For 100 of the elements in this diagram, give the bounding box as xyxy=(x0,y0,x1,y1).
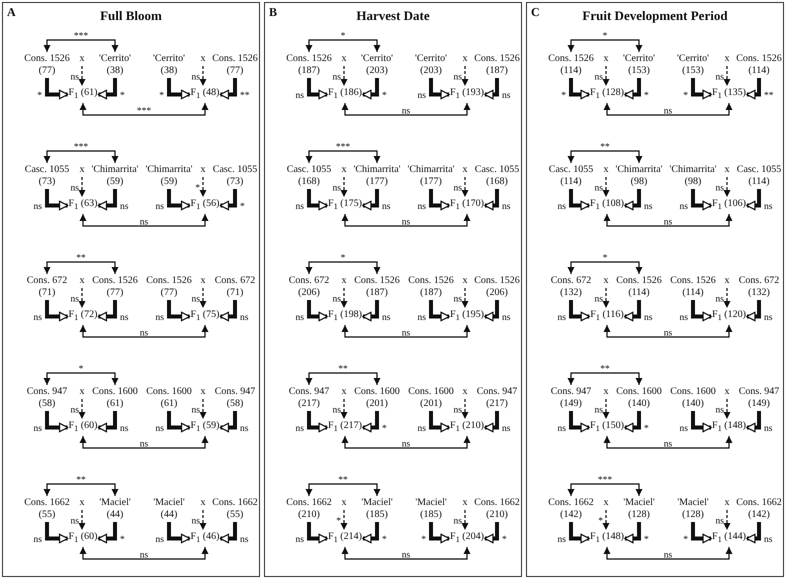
parent-name: 'Chimarrita' xyxy=(408,164,454,176)
edge-label: ns xyxy=(70,184,79,194)
parent-mean: (168) xyxy=(485,176,509,188)
edge-label: ns xyxy=(644,202,652,212)
edge-label: ns xyxy=(594,406,603,416)
cross-sign: x xyxy=(342,164,346,176)
bracket-arrow xyxy=(568,150,642,163)
parent-mean: (140) xyxy=(681,398,705,410)
hollow-bent-arrow xyxy=(691,189,712,210)
edge-label: ** xyxy=(338,364,348,374)
edge-label: ns xyxy=(332,294,341,304)
parent-name: Cons. 947 xyxy=(288,386,330,398)
parent-name: Casc. 1055 xyxy=(548,164,594,176)
parent-name: Cons. 1526 xyxy=(354,275,400,287)
parent-mean: (185) xyxy=(419,509,443,521)
cross-sign: x xyxy=(724,275,730,287)
cross-sign: x xyxy=(80,386,84,398)
hollow-bent-arrow xyxy=(691,411,712,432)
edge-label: ns xyxy=(558,535,566,545)
edge-label: ns xyxy=(716,516,724,526)
f1-mean: F$_{1}$ (148) xyxy=(590,531,624,546)
dashed-arrow xyxy=(602,177,610,197)
parent-name: Cons. 672 xyxy=(738,275,780,287)
parent-mean: (153) xyxy=(627,65,651,77)
edge-label: ns xyxy=(502,91,510,101)
edge-label: * xyxy=(683,535,688,545)
cross-sign: x xyxy=(604,164,608,176)
panel-title: Full Bloom xyxy=(100,8,162,24)
parent-name: Cons. 1526 xyxy=(474,275,520,287)
edge-label: ns xyxy=(382,202,390,212)
parent-mean: (98) xyxy=(630,176,648,188)
dashed-arrow xyxy=(462,288,468,308)
edge-label: ns xyxy=(764,202,772,212)
edge-label: ns xyxy=(502,313,510,323)
parent-mean: (128) xyxy=(627,509,651,521)
edge-label: ns xyxy=(120,313,128,323)
bracket-arrow xyxy=(342,103,470,116)
f1-mean: F$_{1}$ (195) xyxy=(450,309,484,324)
dashed-arrow xyxy=(602,399,610,419)
parent-mean: (114) xyxy=(747,65,771,77)
edge-label: ns xyxy=(764,313,772,323)
edge-label: ns xyxy=(70,72,79,82)
hollow-bent-arrow xyxy=(220,189,237,210)
parent-mean: (153) xyxy=(681,65,705,77)
parent-mean: (187) xyxy=(297,65,321,77)
f1-mean: F$_{1}$ (214) xyxy=(328,531,362,546)
edge-label: ns xyxy=(192,516,200,526)
hollow-bent-arrow xyxy=(746,78,761,100)
edge-label: ns xyxy=(70,406,79,416)
edge-label: ns xyxy=(296,535,304,545)
dashed-arrow xyxy=(78,399,86,419)
parent-mean: (185) xyxy=(365,509,389,521)
hollow-bent-arrow xyxy=(484,300,499,322)
parent-mean: (77) xyxy=(106,287,124,299)
f1-mean: F$_{1}$ (75) xyxy=(190,309,220,324)
parent-name: Casc. 1055 xyxy=(474,164,520,176)
bracket-arrow xyxy=(306,39,380,52)
parent-name: 'Cerrito' xyxy=(677,53,709,65)
bracket-arrow xyxy=(604,103,732,116)
edge-label: ** xyxy=(600,142,610,152)
edge-label: ns xyxy=(402,218,410,228)
parent-mean: (77) xyxy=(160,287,178,299)
hollow-bent-arrow xyxy=(220,522,237,544)
f1-mean: F$_{1}$ (61) xyxy=(68,87,98,102)
edge-label: ns xyxy=(120,202,128,212)
parent-name: Cons. 947 xyxy=(550,386,592,398)
edge-label: ns xyxy=(716,72,724,82)
dashed-arrow xyxy=(602,66,610,86)
edge-label: ns xyxy=(296,202,304,212)
edge-label: ns xyxy=(664,440,672,450)
hollow-bent-arrow xyxy=(98,300,117,322)
panel-title: Harvest Date xyxy=(356,8,430,24)
f1-mean: F$_{1}$ (108) xyxy=(590,198,624,213)
edge-label: ns xyxy=(454,406,462,416)
bracket-arrow xyxy=(568,483,642,496)
hollow-bent-arrow xyxy=(307,411,328,432)
bracket-arrow xyxy=(306,483,380,496)
bracket-arrow xyxy=(306,372,380,385)
edge-label: * xyxy=(120,535,125,545)
cross-sign: x xyxy=(200,164,206,176)
dashed-arrow xyxy=(724,510,730,530)
edge-label: ns xyxy=(120,424,128,434)
edge-label: ns xyxy=(764,535,772,545)
parent-name: 'Maciel' xyxy=(153,497,185,509)
hollow-bent-arrow xyxy=(307,78,328,100)
parent-name: 'Maciel' xyxy=(415,497,447,509)
dashed-arrow xyxy=(200,510,206,530)
parent-name: 'Cerrito' xyxy=(99,53,131,65)
edge-label: * xyxy=(644,535,649,545)
parent-mean: (73) xyxy=(226,176,244,188)
edge-label: ns xyxy=(192,294,200,304)
panel-letter: B xyxy=(269,5,278,20)
parent-name: Cons. 1600 xyxy=(146,386,192,398)
edge-label: ns xyxy=(558,313,566,323)
cross-sign: x xyxy=(604,275,608,287)
parent-mean: (128) xyxy=(681,509,705,521)
cross-sign: x xyxy=(342,386,346,398)
bracket-arrow xyxy=(342,436,470,449)
edge-label: *** xyxy=(74,142,88,152)
dashed-arrow xyxy=(724,177,730,197)
